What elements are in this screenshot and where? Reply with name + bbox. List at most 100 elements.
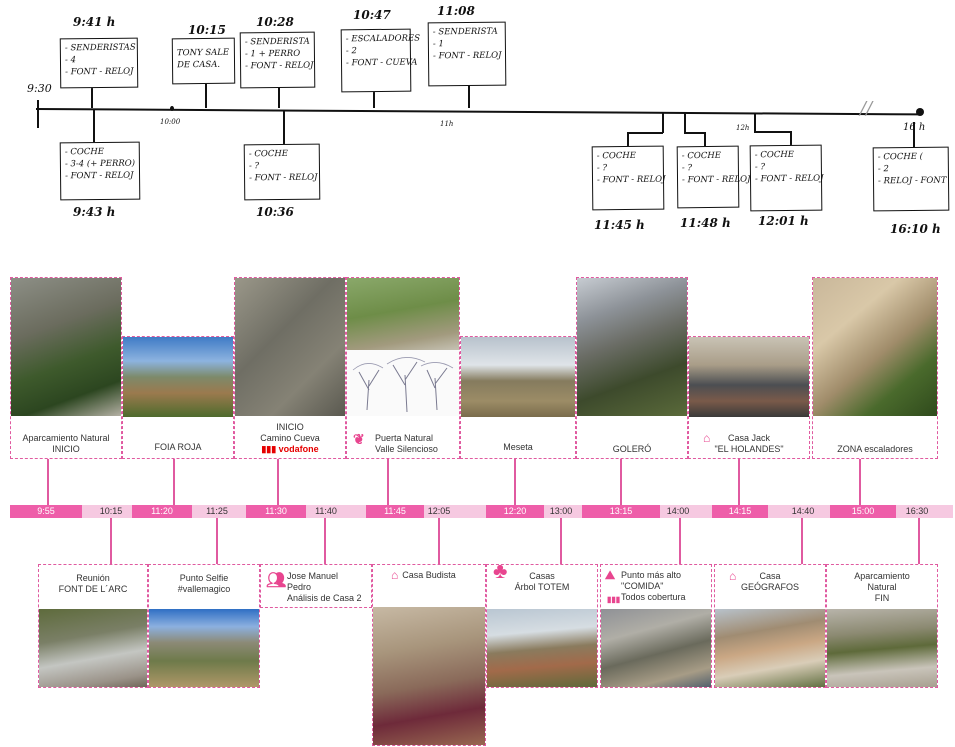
stop-card: FOIA ROJA <box>122 336 234 459</box>
sketch-note: - COCHE (- 2- RELOJ - FONT <box>872 146 950 212</box>
timeline-stem <box>560 518 562 564</box>
sketch-break-mark: // <box>860 98 873 119</box>
time-label: 13:00 <box>549 506 573 516</box>
stop-caption: FOIA ROJA <box>154 442 202 452</box>
sketch-tick-label: 11h <box>440 120 454 128</box>
photo-casa-budista-interior <box>373 607 485 745</box>
time-label: 9:55 <box>10 505 82 518</box>
sketch-note: - COCHE- 3-4 (+ PERRO)- FONT - RELOJ <box>59 141 141 201</box>
sketch-note: - SENDERISTAS- 4- FONT - RELOJ <box>59 37 139 89</box>
note-connector <box>790 131 792 145</box>
stop-card: ZONA escaladores <box>812 277 938 459</box>
sketch-note: - COCHE- ?- FONT - RELOJ <box>749 144 824 212</box>
sketch-note: - SENDERISTA- 1- FONT - RELOJ <box>427 21 507 87</box>
mountain-icon: ⛰︎ <box>605 568 616 582</box>
sketch-tick-label: 10:00 <box>160 118 181 126</box>
note-connector <box>684 113 686 133</box>
time-label: 11:30 <box>246 505 306 518</box>
house-icon: ⌂ <box>391 568 399 582</box>
sketch-axis-start-tick <box>37 100 39 128</box>
note-time: 12:01 h <box>758 214 809 228</box>
note-time: 9:41 h <box>73 15 116 29</box>
stop-card: Meseta <box>460 336 576 459</box>
note-time: 10:15 <box>188 23 226 37</box>
time-label: 14:00 <box>666 506 690 516</box>
photo-casa-jack-group <box>689 337 809 417</box>
time-label: 12:05 <box>427 506 451 516</box>
stop-caption: Meseta <box>503 442 533 452</box>
note-connector <box>627 132 629 146</box>
photo-golero <box>577 278 687 416</box>
stop-caption: ⌂ Casa Jack"EL HOLANDES" <box>703 431 784 454</box>
time-label: 13:15 <box>582 505 660 518</box>
sketch-axis-end-tick <box>916 108 924 116</box>
time-label: 11:25 <box>206 506 228 516</box>
sketch-axis-line <box>35 108 920 116</box>
note-time: 11:08 <box>437 4 475 18</box>
photo-parking-end <box>827 609 937 687</box>
time-label: 14:15 <box>712 505 768 518</box>
note-connector <box>278 88 280 108</box>
sketch-note: - COCHE- ?- FONT - RELOJ <box>676 145 751 209</box>
note-time: 11:48 h <box>680 216 731 230</box>
stop-caption: GOLERÓ <box>612 444 652 454</box>
note-connector <box>704 132 706 146</box>
sketch-note: - COCHE- ?- FONT - RELOJ <box>591 145 666 211</box>
timeline-stem <box>918 518 920 564</box>
timeline-stem <box>859 459 861 505</box>
sketch-tick <box>170 106 174 111</box>
time-label: 14:40 <box>791 506 815 516</box>
photo-highest-point <box>601 609 711 687</box>
photo-olive-tree <box>347 278 459 350</box>
note-connector <box>205 84 207 108</box>
sketch-note: - SENDERISTA- 1 + PERRO- FONT - RELOJ <box>239 31 316 89</box>
house-icon: ⌂ <box>703 431 711 445</box>
timeline-stem <box>173 459 175 505</box>
photo-rock-parking <box>11 278 121 416</box>
tree-sketch-illustration <box>347 350 459 416</box>
timeline-stem <box>277 459 279 505</box>
note-connector <box>373 92 375 108</box>
timeline-stem <box>47 459 49 505</box>
photo-foia-roja <box>123 337 233 417</box>
timeline-stem <box>620 459 622 505</box>
tree-icon: ♣ <box>493 564 508 583</box>
sketch-start-time: 9:30 <box>27 82 52 95</box>
note-connector <box>627 132 663 134</box>
note-time: 10:47 <box>353 8 391 22</box>
note-connector <box>91 86 93 108</box>
note-time: 11:45 h <box>594 218 645 232</box>
note-connector <box>913 122 915 147</box>
butterfly-icon: ❦ <box>353 431 365 447</box>
time-label: 10:15 <box>99 506 123 516</box>
time-label: 12:20 <box>486 505 544 518</box>
note-connector <box>93 110 95 142</box>
stop-card: Punto Selfie#vallemagico <box>148 564 260 688</box>
time-label: 15:00 <box>830 505 896 518</box>
time-label: 11:40 <box>315 506 337 516</box>
people-icon: 👥︎ <box>266 572 287 589</box>
note-connector <box>754 131 790 133</box>
timeline-stem <box>738 459 740 505</box>
sketch-note: - ESCALADORES- 2- FONT - CUEVA <box>340 28 420 93</box>
note-connector <box>754 114 756 132</box>
stop-caption: Punto Selfie#vallemagico <box>177 573 231 594</box>
note-time: 10:36 <box>256 205 294 219</box>
photo-cave-rock <box>235 278 345 416</box>
time-label: 16:30 <box>905 506 929 516</box>
photo-van-reunion <box>39 609 147 687</box>
